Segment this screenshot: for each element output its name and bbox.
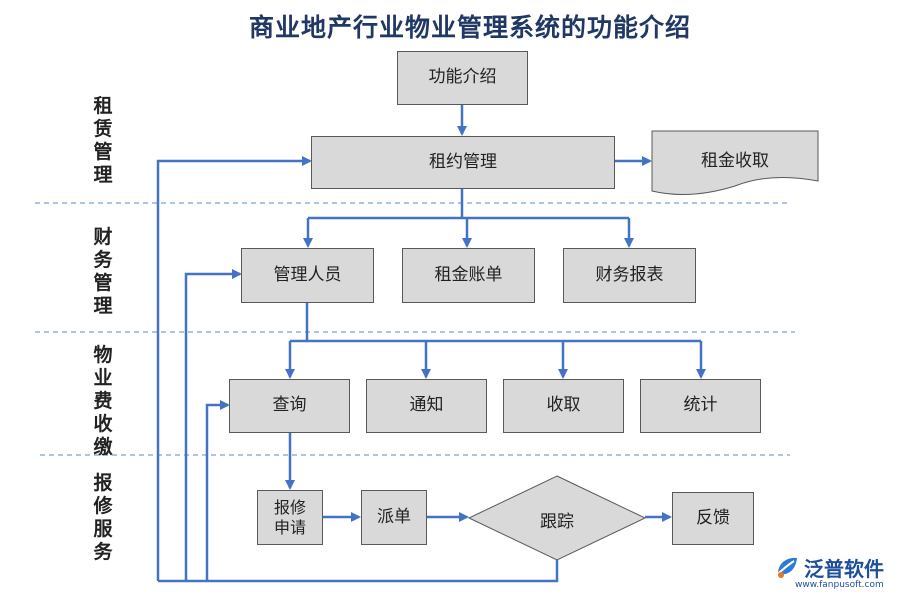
loop-to-query [205,400,230,581]
node-notice[interactable]: 通知 [366,379,487,433]
node-contract[interactable]: 租约管理 [311,136,615,189]
node-query[interactable]: 查询 [229,379,350,433]
page-title: 商业地产行业物业管理系统的功能介绍 [248,13,691,42]
section-label-rental: 租 赁 管 理 [93,95,113,186]
connector-contract-finance [308,189,629,220]
node-track[interactable]: 跟踪 [540,512,574,532]
logo-url: www.fanpusoft.com [795,580,884,590]
logo-leaf-icon [777,557,797,578]
rent-collect-document-shape [651,130,819,196]
node-intro[interactable]: 功能介绍 [397,51,528,105]
loop-bottom-line [158,560,559,583]
node-fin-report[interactable]: 财务报表 [563,248,696,303]
logo-name: 泛普软件 [804,556,884,581]
section-label-repair: 报 修 服 务 [93,472,113,563]
node-rent-collect[interactable]: 租金收取 [701,151,769,171]
connector-staff-fee [290,303,701,343]
node-stats[interactable]: 统计 [640,379,761,433]
section-label-property-fee: 物 业 费 收 缴 [93,344,113,458]
logo: 泛普软件 [774,552,884,582]
node-repair-request[interactable]: 报修 申请 [257,490,323,545]
node-collect[interactable]: 收取 [503,379,624,433]
section-label-finance: 财 务 管 理 [93,226,113,317]
node-dispatch[interactable]: 派单 [361,490,427,545]
node-feedback[interactable]: 反馈 [672,492,754,545]
node-staff[interactable]: 管理人员 [241,248,374,303]
loop-to-staff [184,269,242,581]
node-rent-bill[interactable]: 租金账单 [402,248,535,303]
loop-to-contract [156,156,312,581]
